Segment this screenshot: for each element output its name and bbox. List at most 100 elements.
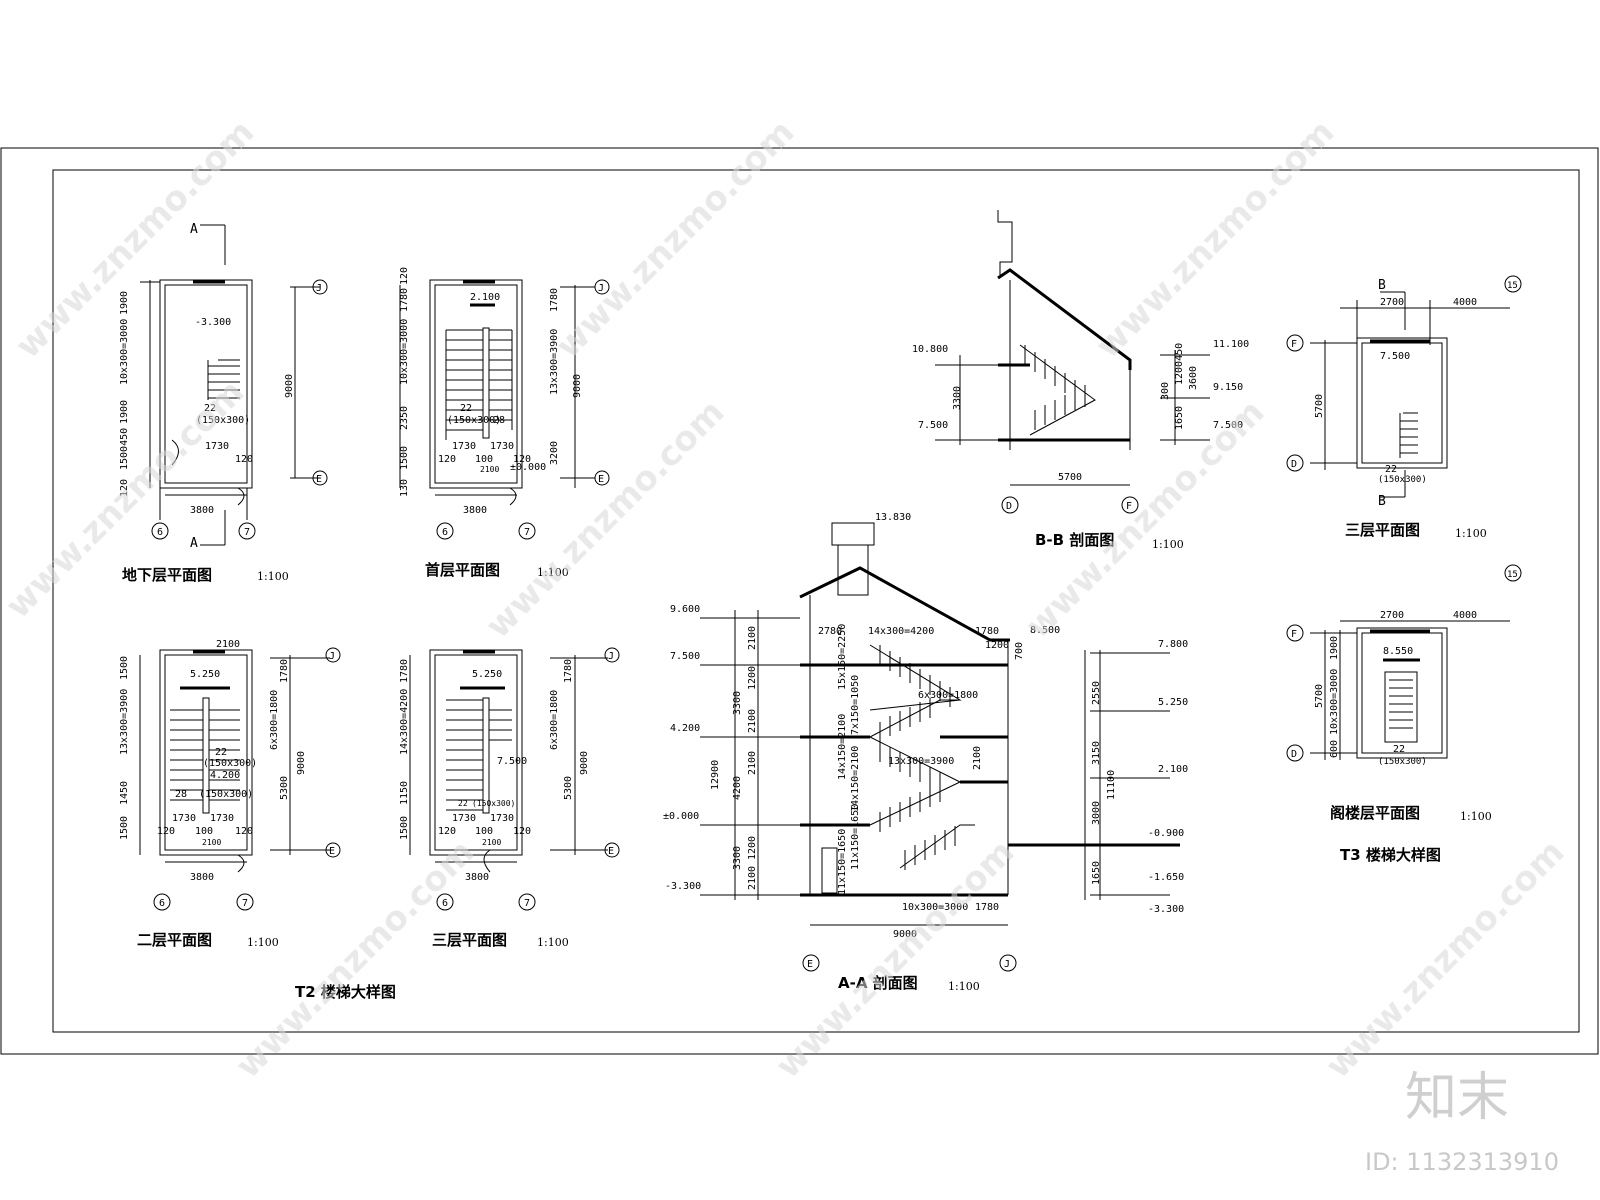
third-b2: 100 (475, 826, 493, 837)
second-b1: 120 (157, 826, 175, 837)
t3-attic-l2: 10x300=3000 (1329, 669, 1340, 735)
aa-elev-1: 7.500 (670, 651, 700, 662)
basement-landing: 1730 (205, 441, 229, 452)
axis-d-label-a: D (1291, 459, 1297, 470)
axis-bubble-e-2 (594, 470, 610, 486)
title-t3-group: T3 楼梯大样图 (1340, 846, 1441, 864)
t3-attic-h: 5700 (1314, 684, 1325, 708)
scale-second: 1:100 (247, 936, 279, 949)
ground-steps: 22 (460, 403, 472, 414)
third-dim-l3: 1150 (399, 781, 410, 805)
second-land2: 1730 (210, 813, 234, 824)
third-b3: 120 (513, 826, 531, 837)
second-size2: (150x300) (199, 789, 253, 800)
axis-e-label: E (316, 474, 322, 485)
axis-bubble-d-a (1286, 454, 1304, 472)
bb-rdim-2: 300 (1160, 382, 1171, 400)
aa-relev-2: 5.250 (1158, 697, 1188, 708)
section-mark-b-bottom: B (1378, 494, 1386, 509)
bb-left-dim: 3300 (952, 386, 963, 410)
axis-f-label-a: F (1291, 339, 1297, 350)
ground-zero: ±0.000 (510, 462, 546, 473)
axis-bubble-f-b (1286, 624, 1304, 642)
aa-inner-6: 7x150=1050 (850, 675, 861, 735)
plan-second (139, 649, 330, 873)
third-land2: 1730 (490, 813, 514, 824)
sheet-inner-border (52, 169, 1580, 1033)
axis-bubble-15-b (1504, 564, 1522, 582)
aa-inner-3: 6x300=1800 (918, 690, 978, 701)
third-size: (150x300) (472, 799, 515, 808)
axis-e-label-2: E (598, 474, 604, 485)
axis-j-label-aa: J (1004, 959, 1010, 970)
t3-third-size: (150x300) (1378, 475, 1427, 485)
aa-rdim-4: 11100 (1106, 770, 1117, 800)
bb-elev-4: 7.500 (1213, 420, 1243, 431)
axis-j-label-4: J (608, 651, 614, 662)
axis-15-label-b: 15 (1507, 570, 1518, 580)
aa-elev-4: -3.300 (665, 881, 701, 892)
bb-rdim-3: 1650 (1174, 406, 1185, 430)
second-steps2: 28 (175, 789, 187, 800)
third-width: 3800 (465, 872, 489, 883)
t3-third-h: 5700 (1314, 394, 1325, 418)
third-elev2: 7.500 (497, 756, 527, 767)
axis-bubble-6-4 (436, 893, 454, 911)
axis-7-label-2: 7 (524, 527, 530, 538)
scale-ground: 1:100 (537, 566, 569, 579)
plan-attic (1310, 620, 1510, 760)
third-steps: 22 (458, 799, 468, 808)
bb-width: 5700 (1058, 472, 1082, 483)
plan-basement (140, 224, 320, 546)
watermark-site-1: www.znzmo.com (8, 112, 262, 366)
watermark-site-6: www.znzmo.com (1018, 392, 1272, 646)
second-size: (150x300) (203, 758, 257, 769)
axis-6-label-2: 6 (442, 527, 448, 538)
second-dim-l1: 1500 (119, 656, 130, 680)
axis-bubble-d-bb (1001, 496, 1019, 514)
axis-bubble-6 (151, 522, 169, 540)
title-second-plan: 二层平面图 (137, 931, 212, 949)
t3-attic-l3: 600 (1329, 740, 1340, 758)
basement-height: 9000 (284, 374, 295, 398)
aa-inner-2: 1780 (975, 626, 999, 637)
aa-ldim-2: 3300 (732, 691, 743, 715)
t3-attic-steps: 22 (1393, 744, 1405, 755)
second-dim-l2: 13x300=3900 (119, 689, 130, 755)
ground-b3: 120 (513, 454, 531, 465)
aa-inner-1: 14x300=4200 (868, 626, 934, 637)
aa-relev-0: 8.500 (1030, 625, 1060, 636)
axis-bubble-7-4 (518, 893, 536, 911)
aa-ldim-1: 1200 (747, 666, 758, 690)
ground-size: (150x300) (447, 415, 501, 426)
aa-rdim-1: 3150 (1091, 741, 1102, 765)
watermark-layer: www.znzmo.com www.znzmo.com www.znzmo.co… (0, 112, 1572, 1086)
ground-steps2: 28 (493, 415, 505, 426)
ground-b1: 120 (438, 454, 456, 465)
aa-inner-10: 10x300=3000 (902, 902, 968, 913)
t3-attic-size: (150x300) (1378, 757, 1427, 767)
axis-bubble-6-2 (436, 522, 454, 540)
axis-bubble-j-3 (325, 647, 341, 663)
watermark-brand: 知末 (1405, 1068, 1509, 1128)
axis-bubble-d-b (1286, 744, 1304, 762)
second-land1: 1730 (172, 813, 196, 824)
scale-attic: 1:100 (1460, 810, 1492, 823)
second-rdim-r2: 6x300=1800 (269, 690, 280, 750)
aa-relev-6: -3.300 (1148, 904, 1184, 915)
t3-attic-w2: 4000 (1453, 610, 1477, 621)
basement-dim-low: 1500450 (119, 428, 130, 470)
t3-third-steps: 22 (1385, 464, 1397, 475)
aa-relev-4: -0.900 (1148, 828, 1184, 839)
aa-rdim-0: 2550 (1091, 681, 1102, 705)
aa-inner-12: 1200 (985, 640, 1009, 651)
second-dim-l4: 1500 (119, 816, 130, 840)
ground-rdim-mid: 13x300=3900 (549, 329, 560, 395)
axis-e-label-3: E (329, 846, 335, 857)
aa-inner-5: 15x150=2250 (837, 624, 848, 690)
aa-ldim-5: 2100 (747, 751, 758, 775)
second-top: 2100 (216, 639, 240, 650)
aa-elev-0: 9.600 (670, 604, 700, 615)
t3-attic-l1: 1900 (1329, 636, 1340, 660)
